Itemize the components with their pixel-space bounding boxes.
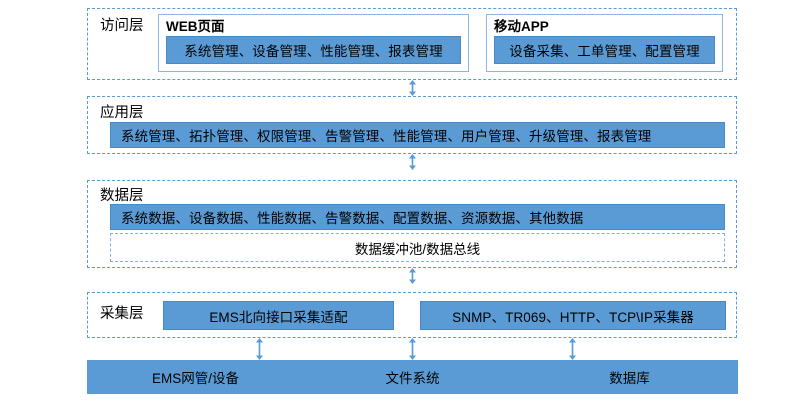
connector-collection-to-database-arrow: [566, 338, 579, 360]
data-types-bar: 系统数据、设备数据、性能数据、告警数据、配置数据、资源数据、其他数据: [110, 204, 725, 230]
mobile-app-card-title: 移动APP: [494, 19, 549, 34]
protocol-collector-bar: SNMP、TR069、HTTP、TCP\IP采集器: [420, 301, 726, 330]
data-bus-box: 数据缓冲池/数据总线: [110, 233, 725, 262]
mobile-app-modules-bar: 设备采集、工单管理、配置管理: [494, 36, 715, 64]
connector-application-to-data-arrow: [406, 154, 419, 170]
data-layer-title: 数据层: [100, 188, 144, 204]
resource-layer-bar: EMS网管/设备 文件系统 数据库: [87, 360, 738, 394]
connector-access-to-application-arrow: [406, 80, 419, 96]
resource-cell-ems: EMS网管/设备: [151, 371, 239, 386]
resource-cell-database: 数据库: [609, 371, 650, 386]
application-modules-bar: 系统管理、拓扑管理、权限管理、告警管理、性能管理、用户管理、升级管理、报表管理: [110, 122, 725, 148]
connector-collection-to-ems-arrow: [253, 338, 266, 360]
web-page-card-title: WEB页面: [166, 19, 225, 34]
connector-collection-to-filesystem-arrow: [406, 338, 419, 360]
access-layer-title: 访问层: [100, 18, 144, 34]
connector-data-to-collection-arrow: [406, 268, 419, 284]
application-layer-title: 应用层: [100, 105, 144, 121]
resource-cell-filesystem: 文件系统: [385, 371, 440, 386]
web-page-modules-bar: 系统管理、设备管理、性能管理、报表管理: [166, 36, 461, 64]
ems-northbound-adapter-bar: EMS北向接口采集适配: [163, 301, 394, 330]
collection-layer-title: 采集层: [100, 306, 144, 322]
